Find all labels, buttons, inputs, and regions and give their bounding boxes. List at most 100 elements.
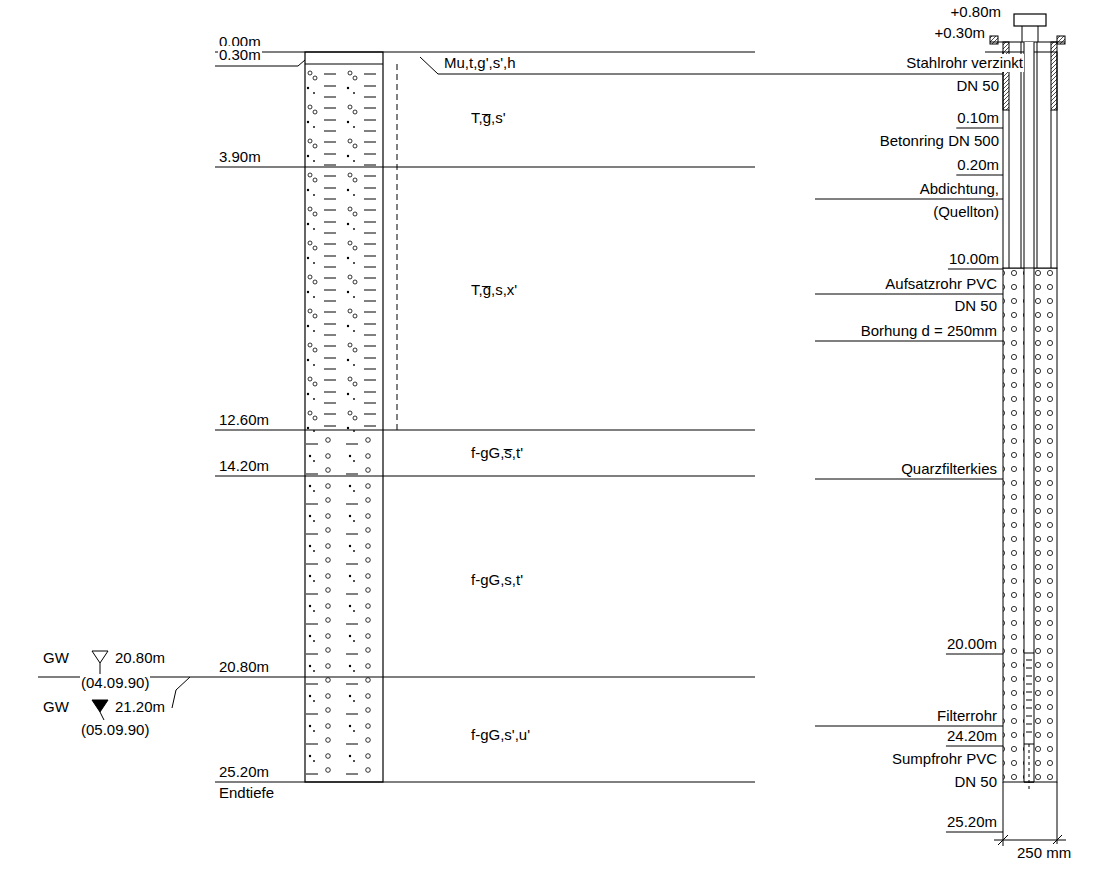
dashed-marker	[397, 64, 398, 430]
well-cap	[1014, 14, 1046, 26]
depth-label: 3.90m	[218, 148, 262, 166]
flange-block	[1057, 36, 1065, 44]
well-label: Stahlrohr verzinkt	[905, 54, 1024, 72]
well-label: 0.10m	[956, 109, 1000, 127]
gw-symbol-open	[92, 651, 108, 663]
filter-slot	[1026, 732, 1032, 733]
gw-bracket	[172, 690, 176, 708]
seal-line	[1051, 110, 1052, 268]
well-label: Filterrohr	[936, 707, 998, 725]
well-label: 25.20m	[946, 813, 998, 831]
depth-label: T,g̅,s'	[470, 109, 507, 127]
gw-tick	[100, 712, 104, 720]
well-label: Abdichtung,	[919, 180, 1000, 198]
label-leader	[956, 175, 1003, 176]
cap-stem	[1022, 26, 1023, 42]
pipe-joint	[1024, 268, 1034, 269]
well-label: Borhung d = 250mm	[860, 322, 998, 340]
cap-stem	[1038, 26, 1039, 42]
layer-boundary	[215, 429, 755, 430]
well-label: Aufsatzrohr PVC	[884, 275, 998, 293]
filter-slot	[1026, 668, 1032, 669]
label-leader	[946, 654, 1003, 655]
layer-boundary	[215, 166, 755, 167]
seal-line	[1009, 110, 1010, 268]
soil-clay-column	[305, 64, 383, 430]
dimension-tick	[998, 835, 1008, 845]
depth-label: GW	[42, 698, 70, 716]
label-leader	[815, 294, 1003, 295]
dimension-line	[1057, 782, 1058, 846]
drawing-strokes	[38, 14, 1066, 846]
well-label: +0.30m	[934, 24, 986, 42]
pipe-wall	[1034, 42, 1035, 782]
steel-pipe-wall	[1037, 42, 1038, 268]
layer-boundary	[215, 475, 755, 476]
depth-label: 0.30m	[218, 46, 262, 64]
depth-label: f-gG,s',u'	[470, 726, 531, 744]
layer-boundary	[215, 51, 755, 52]
depth-label: 21.20m	[114, 698, 166, 716]
well-label: 24.20m	[946, 727, 998, 745]
layer-boundary	[215, 676, 755, 677]
depth-label: 20.80m	[114, 649, 166, 667]
soil-gravel-column	[305, 430, 383, 782]
depth-label: GW	[42, 649, 70, 667]
filter-slot	[1026, 676, 1032, 677]
depth-label: 20.80m	[218, 658, 270, 676]
dimension-line	[994, 840, 1066, 841]
flange-block	[990, 36, 998, 44]
label-leader	[956, 128, 1003, 129]
depth-label: 25.20m	[218, 763, 270, 781]
well-label: Quarzfilterkies	[900, 460, 998, 478]
label-leader	[815, 341, 1003, 342]
soil-column-outline	[305, 52, 383, 782]
label-leader	[815, 479, 1003, 480]
well-label: +0.80m	[950, 3, 1002, 21]
filter-slot	[1026, 708, 1032, 709]
label-leader	[948, 269, 1003, 270]
depth-label: f-gG,s,t'	[470, 571, 524, 589]
concrete-ring	[1051, 42, 1057, 110]
depth-label: f-gG,s̅,t'	[470, 444, 524, 462]
well-label: Betonring DN 500	[879, 132, 1000, 150]
well-label: DN 50	[955, 77, 1000, 95]
gw-bracket	[176, 677, 190, 690]
well-label: 0.20m	[956, 156, 1000, 174]
pipe	[1024, 42, 1034, 782]
depth-label: 12.60m	[218, 411, 270, 429]
well-label: 20.00m	[946, 635, 998, 653]
filter-slot	[1026, 724, 1032, 725]
depth-label: (04.09.90)	[80, 674, 150, 692]
depth-label: 14.20m	[218, 457, 270, 475]
depth-label: (05.09.90)	[80, 721, 150, 739]
label-leader	[815, 199, 1003, 200]
well-label: 10.00m	[948, 250, 1000, 268]
depth-label: Endtiefe	[218, 784, 275, 802]
label-leader	[946, 832, 1003, 833]
label-leader	[946, 746, 1003, 747]
pipe-wall	[1024, 42, 1025, 782]
well-label: DN 50	[953, 297, 998, 315]
pipe-joint	[1024, 653, 1034, 654]
steel-pipe-wall	[1021, 42, 1022, 268]
centre-line	[1029, 744, 1030, 790]
filter-slot	[1026, 660, 1032, 661]
dimension-line	[1003, 782, 1004, 846]
layer-boundary	[305, 64, 383, 65]
depth-label: Mu,t,g',s',h	[443, 54, 517, 72]
well-label: DN 50	[953, 773, 998, 791]
concrete-ring	[1003, 42, 1009, 110]
well-label: (Quellton)	[932, 203, 1000, 221]
gw-symbol-filled	[92, 700, 108, 712]
ground-line	[985, 52, 1003, 53]
filter-slot	[1026, 692, 1032, 693]
filter-slot	[1026, 716, 1032, 717]
filter-slot	[1026, 684, 1032, 685]
well-label: Sumpfrohr PVC	[891, 750, 998, 768]
filter-slot	[1026, 700, 1032, 701]
well-label: 250 mm	[1016, 844, 1072, 862]
layer-boundary	[215, 781, 755, 782]
depth-label: T,g̅,s,x'	[470, 281, 518, 299]
